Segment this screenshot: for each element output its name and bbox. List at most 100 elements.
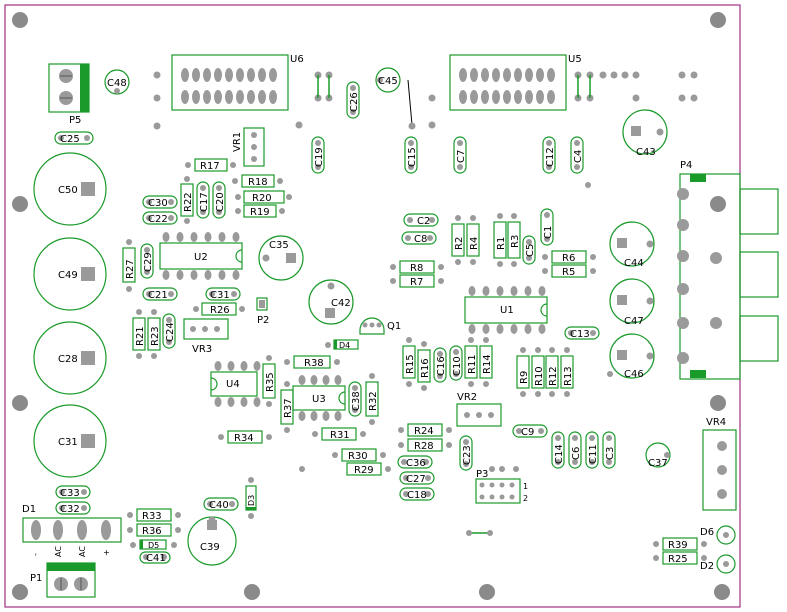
c41-capacitor <box>139 551 171 564</box>
c21-label: C21 <box>148 290 168 301</box>
r10-resistor <box>531 347 545 397</box>
r9-resistor <box>516 347 530 397</box>
vr4-trimmer <box>702 429 737 511</box>
c37-label: C37 <box>648 458 668 469</box>
c1-capacitor <box>540 208 554 246</box>
c22-label: C22 <box>148 214 168 225</box>
c14-capacitor <box>551 431 565 469</box>
d4-label: D4 <box>339 341 350 350</box>
c14-label: C14 <box>554 444 565 464</box>
c39-label: C39 <box>200 542 220 553</box>
r15-resistor <box>402 337 416 387</box>
d2-led <box>716 554 736 574</box>
c26-label: C26 <box>349 92 360 112</box>
misc-pads-top <box>153 71 698 130</box>
c11-label: C11 <box>588 444 599 464</box>
r16-resistor <box>417 341 431 391</box>
c32-label: C32 <box>60 504 80 515</box>
q1-label: Q1 <box>387 321 401 332</box>
vr3-trimmer <box>183 318 229 340</box>
c1-label: C1 <box>543 226 554 239</box>
vr1-label: VR1 <box>232 132 243 152</box>
c46-capacitor <box>609 333 655 379</box>
r13-label: R13 <box>563 366 574 386</box>
r35-label: R35 <box>265 372 276 392</box>
c7-capacitor <box>453 136 467 174</box>
r1-label: R1 <box>496 237 507 250</box>
r7-resistor <box>390 274 444 288</box>
c23-label: C23 <box>462 445 473 465</box>
vr1-trimmer <box>243 127 265 167</box>
d4-diode <box>325 339 359 350</box>
r27-resistor <box>122 239 136 292</box>
c6-label: C6 <box>571 447 582 460</box>
p4-label: P4 <box>680 160 692 171</box>
r26-resistor <box>193 302 245 316</box>
c44-capacitor <box>609 221 655 267</box>
d6-led <box>716 525 736 545</box>
r4-resistor <box>466 215 480 265</box>
p5-terminal <box>48 63 90 113</box>
d1-ac2: AC <box>78 546 87 557</box>
r5-label: R5 <box>562 267 575 278</box>
r5-resistor <box>542 264 596 278</box>
vr4-label: VR4 <box>706 417 726 428</box>
c46-label: C46 <box>624 369 644 380</box>
c45-label: C45 <box>378 76 398 87</box>
board-outline <box>4 4 741 608</box>
mounting-holes <box>12 12 730 600</box>
u3-ic <box>292 375 346 421</box>
c12-label: C12 <box>545 147 556 167</box>
r23-label: R23 <box>150 326 161 346</box>
c15-capacitor <box>404 136 418 174</box>
r36-label: R36 <box>142 526 162 537</box>
c4-capacitor <box>570 136 584 174</box>
c47-capacitor <box>609 278 655 324</box>
c3-capacitor <box>602 431 616 469</box>
c30-label: C30 <box>148 198 168 209</box>
vr2-trimmer <box>456 403 502 427</box>
r21-label: R21 <box>135 326 146 346</box>
c10-capacitor <box>449 345 463 381</box>
r38-label: R38 <box>304 358 324 369</box>
c17-label: C17 <box>199 192 210 212</box>
c31-small-capacitor <box>205 287 241 301</box>
r11-resistor <box>464 337 478 387</box>
c10-label: C10 <box>452 356 463 376</box>
c48-capacitor <box>104 69 130 95</box>
u5-connector <box>449 54 567 111</box>
c3-label: C3 <box>605 447 616 460</box>
r18-label: R18 <box>248 177 268 188</box>
d3-label: D3 <box>247 495 256 506</box>
c35-label: C35 <box>269 240 289 251</box>
d6-label: D6 <box>700 527 714 538</box>
r28-resistor <box>398 438 452 452</box>
r37-label: R37 <box>283 398 294 418</box>
c16-capacitor <box>433 347 447 383</box>
c18-capacitor <box>399 487 435 501</box>
r22-label: R22 <box>183 192 194 212</box>
r16-label: R16 <box>420 358 431 378</box>
c35-capacitor <box>258 235 304 281</box>
r22-resistor <box>180 176 194 224</box>
c25-label: C25 <box>60 134 80 145</box>
p3-header <box>475 466 521 504</box>
r13-resistor <box>560 347 574 397</box>
u4-label: U4 <box>226 379 240 390</box>
d1-label: D1 <box>22 504 36 515</box>
r4-label: R4 <box>469 237 480 250</box>
c31-big-label: C31 <box>58 437 78 448</box>
r12-resistor <box>545 347 559 397</box>
c50-label: C50 <box>58 185 78 196</box>
c28-label: C28 <box>58 354 78 365</box>
p3-pin1: 1 <box>523 482 528 491</box>
r32-label: R32 <box>368 391 379 411</box>
c42-capacitor <box>308 279 354 325</box>
c8-capacitor <box>401 231 437 245</box>
c36-label: C36 <box>406 458 426 469</box>
r8-resistor <box>390 260 444 274</box>
c9-label: C9 <box>521 427 534 438</box>
c48-label: C48 <box>107 78 127 89</box>
vr3-label: VR3 <box>192 344 212 355</box>
c43-label: C43 <box>636 147 656 158</box>
